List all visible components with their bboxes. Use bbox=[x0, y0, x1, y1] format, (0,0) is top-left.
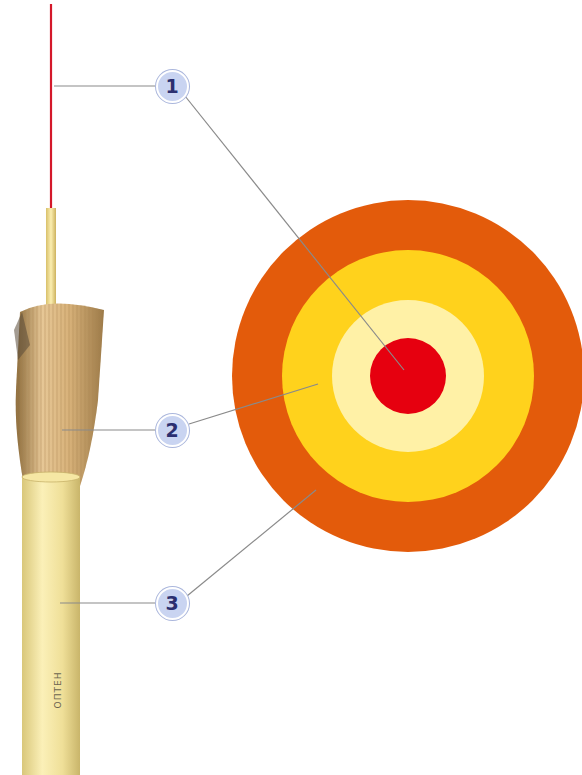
callout-number: 1 bbox=[165, 77, 178, 96]
buffer-ring bbox=[332, 300, 484, 452]
jacket-marking: ОПТЕН bbox=[53, 672, 63, 709]
yarn-ring bbox=[282, 250, 534, 502]
yarn-strands bbox=[16, 303, 104, 486]
leader-line bbox=[189, 384, 318, 424]
fiber-core bbox=[370, 338, 446, 414]
leader-line bbox=[54, 85, 155, 86]
callout-number: 2 bbox=[165, 421, 178, 440]
jacket-ring bbox=[232, 200, 582, 552]
outer-jacket bbox=[22, 476, 80, 775]
leader-lines bbox=[54, 86, 404, 603]
aramid-yarn bbox=[16, 303, 104, 486]
leader-line bbox=[62, 429, 155, 430]
jacket-end bbox=[22, 472, 80, 482]
callout-circle: 1 bbox=[156, 70, 189, 103]
callout-circle: 2 bbox=[156, 414, 189, 447]
leader-line bbox=[187, 490, 316, 596]
cable-side-view bbox=[14, 4, 104, 775]
callout-circle: 3 bbox=[156, 587, 189, 620]
leader-line bbox=[185, 96, 404, 370]
optical-fiber bbox=[50, 4, 52, 215]
leader-line bbox=[60, 602, 155, 603]
cross-section bbox=[232, 200, 582, 552]
yarn-shadow bbox=[14, 312, 30, 360]
tight-buffer bbox=[46, 208, 56, 318]
callout-number: 3 bbox=[165, 594, 178, 613]
